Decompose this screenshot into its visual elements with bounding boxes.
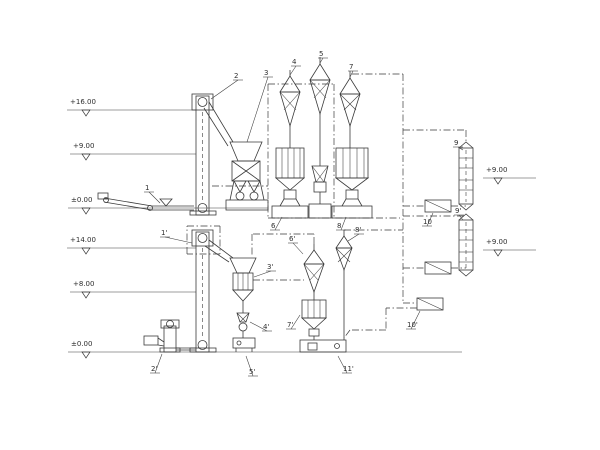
equipment-number: 3'	[267, 263, 273, 271]
feeder-4p	[236, 312, 250, 338]
equipment-label-5': 5'	[245, 355, 258, 377]
equipment-number: 6	[271, 222, 276, 230]
elevation-label: +9.00	[73, 142, 94, 150]
cyclone-5	[309, 57, 331, 166]
airlock-10p	[416, 297, 444, 311]
equipment-label-7: 7	[348, 63, 358, 78]
equipment-number: 2'	[151, 365, 157, 373]
equipment-number: 7	[349, 63, 353, 71]
equipment-label-11': 11'	[337, 355, 354, 374]
equipment-label-3': 3'	[253, 263, 276, 278]
equipment-number: 9	[454, 139, 458, 147]
equipment-label-10: 10	[422, 212, 434, 227]
elevation-label: +8.00	[73, 280, 94, 288]
equipment-label-4: 4	[289, 58, 301, 76]
equipment-number: 5	[319, 50, 323, 58]
equipment-number: 4'	[263, 323, 269, 331]
elevation-triangle-icon	[81, 109, 91, 117]
packer-11p	[299, 339, 347, 353]
aspiration-pipes	[186, 73, 467, 339]
equipment-number: 11'	[343, 365, 354, 373]
elevation-marker: +9.00	[70, 142, 196, 161]
equipment-label-1': 1'	[160, 229, 193, 244]
equipment-number: 8'	[355, 226, 361, 234]
equipment-label-1: 1	[144, 184, 161, 204]
elevation-markers: +16.00 +9.00 ±0.00 +14.00 +8.00 ±0.00 +9.00 +9.…	[67, 98, 536, 359]
equipment-number: 3	[264, 69, 268, 77]
elevation-marker: +9.00	[483, 166, 536, 185]
cyclone-4	[279, 70, 301, 148]
machine-5p	[232, 337, 256, 352]
elevation-label: ±0.00	[71, 196, 92, 204]
elevation-marker: ±0.00	[68, 196, 268, 215]
equipment-label-8: 8	[336, 216, 347, 231]
feed-elevator-2p	[143, 319, 196, 353]
sifter-3	[225, 141, 269, 211]
cyclone-7	[339, 71, 361, 148]
equipment-label-5: 5	[318, 50, 328, 64]
equipment-number: 1	[145, 184, 149, 192]
elevation-triangle-icon	[81, 153, 91, 161]
airlock-mid	[424, 261, 452, 275]
bin-6	[271, 147, 309, 219]
press-machine	[308, 165, 332, 219]
fan-unit-9	[458, 141, 474, 211]
equipment-label-3: 3	[246, 69, 273, 143]
elevation-marker: +16.00	[67, 98, 196, 117]
equipment-number: 10	[423, 218, 432, 226]
bucket-elevator-2	[189, 93, 234, 216]
equipment-label-2': 2'	[150, 353, 163, 374]
elevation-triangle-icon	[81, 291, 91, 299]
equipment-label-6: 6	[270, 216, 283, 231]
bin-7p	[300, 299, 328, 340]
equipment-label-6': 6'	[288, 235, 304, 255]
equipment-number: 8	[337, 222, 341, 230]
sifter-3p	[229, 257, 257, 313]
elevation-label: +14.00	[70, 236, 96, 244]
elevation-label: ±0.00	[71, 340, 92, 348]
equipment-label-2: 2	[210, 72, 243, 100]
elevation-label: +9.00	[486, 238, 507, 246]
equipment-number: 5'	[249, 368, 255, 376]
equipment-number: 2	[234, 72, 238, 80]
elevation-triangle-icon	[81, 207, 91, 215]
bucket-elevator-1p	[189, 229, 234, 353]
equipment-number: 4	[292, 58, 297, 66]
airlock-10	[424, 199, 452, 213]
cyclone-6p	[303, 244, 325, 300]
elevation-triangle-icon	[81, 247, 91, 255]
equipment-number: 1'	[161, 229, 167, 237]
elevation-label: +9.00	[486, 166, 507, 174]
equipment-label-9: 9	[453, 139, 464, 151]
equipment-number: 10'	[407, 321, 418, 329]
equipment-labels: 1 2 3 4 5 7 6 8 9 9' 10 10' 1' 2' 3' 4' 5' 6' 7' 8' 11'	[144, 50, 464, 377]
elevation-triangle-icon	[493, 249, 503, 257]
equipment-number: 7'	[287, 321, 293, 329]
elevation-triangle-icon	[81, 351, 91, 359]
elevation-marker: +8.00	[70, 280, 196, 299]
cyclone-8p	[335, 230, 353, 340]
equipment-label-9': 9'	[454, 207, 464, 221]
elevation-triangle-icon	[493, 177, 503, 185]
elevation-marker: +9.00	[483, 238, 536, 257]
equipment-label-10': 10'	[406, 310, 421, 330]
elevation-marker: ±0.00	[68, 340, 462, 359]
equipment-number: 6'	[289, 235, 295, 243]
equipment-number: 9'	[455, 207, 461, 215]
equipment-label-7': 7'	[286, 314, 301, 330]
equipment-label-8': 8'	[347, 226, 364, 242]
elevation-marker: +14.00	[67, 236, 196, 255]
elevation-label: +16.00	[70, 98, 96, 106]
equipment-label-4': 4'	[249, 321, 272, 332]
fan-unit-9p	[458, 213, 474, 277]
bin-8	[331, 147, 373, 219]
